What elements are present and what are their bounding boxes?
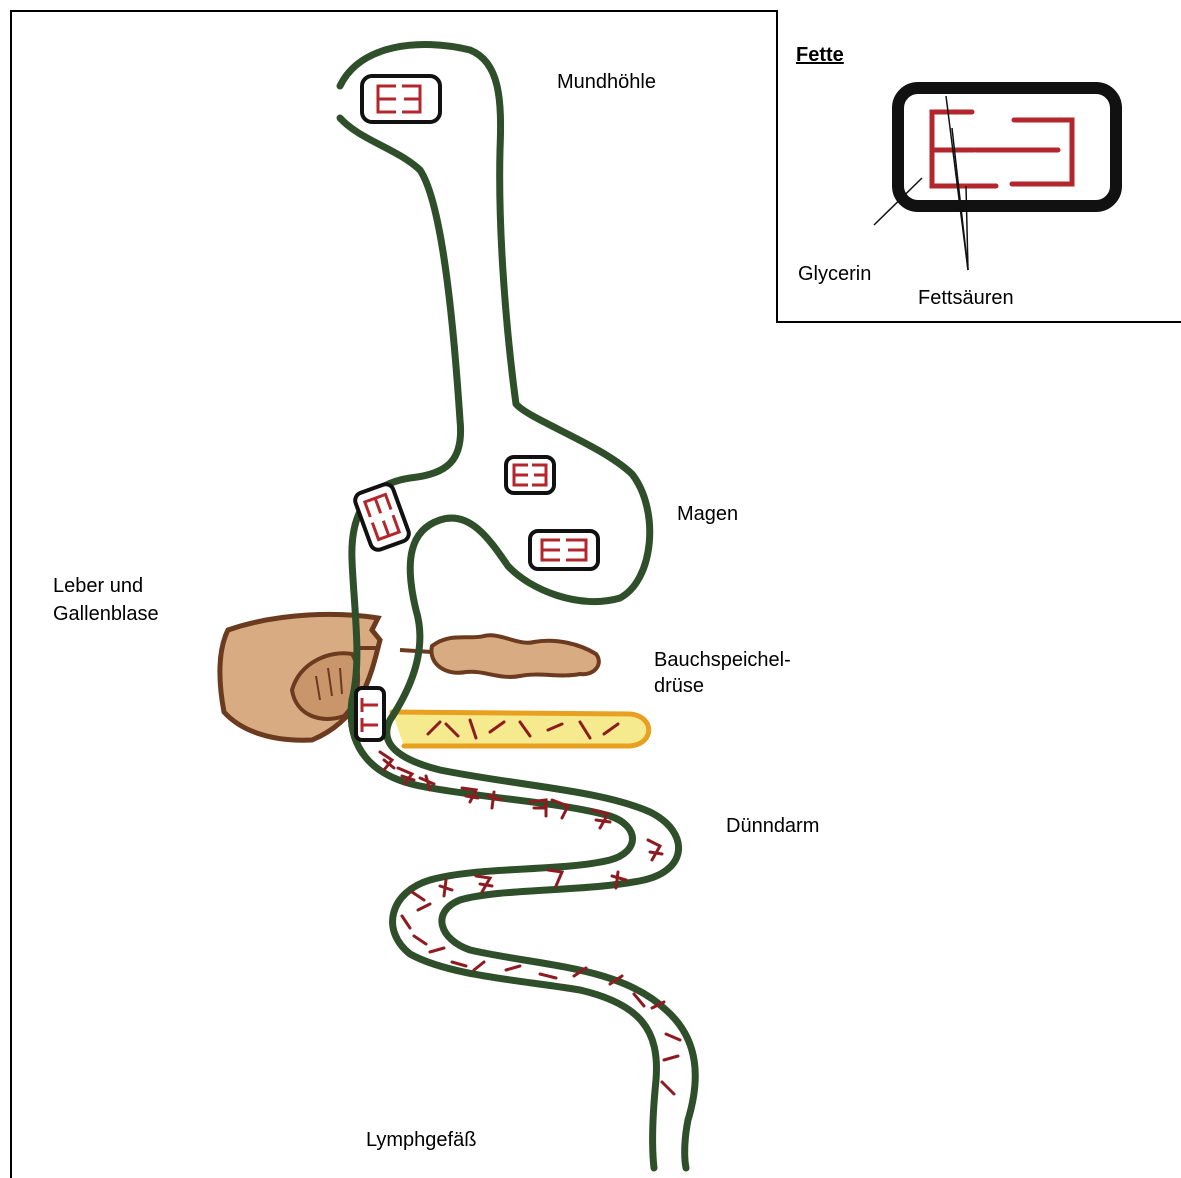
label-glycerin: Glycerin [798, 260, 871, 288]
legend-title: Fette [796, 44, 844, 67]
label-lymphgefaess: Lymphgefäß [366, 1126, 476, 1154]
label-mundhoehle: Mundhöhle [557, 68, 656, 96]
label-bauch-line1: Bauchspeichel- [654, 646, 791, 674]
label-duenndarm: Dünndarm [726, 812, 819, 840]
label-leber-line1: Leber und [53, 572, 143, 600]
label-leber-line2: Gallenblase [53, 600, 159, 628]
label-magen: Magen [677, 500, 738, 528]
label-fettsaeuren: Fettsäuren [918, 284, 1014, 312]
label-bauch-line2: drüse [654, 672, 704, 700]
